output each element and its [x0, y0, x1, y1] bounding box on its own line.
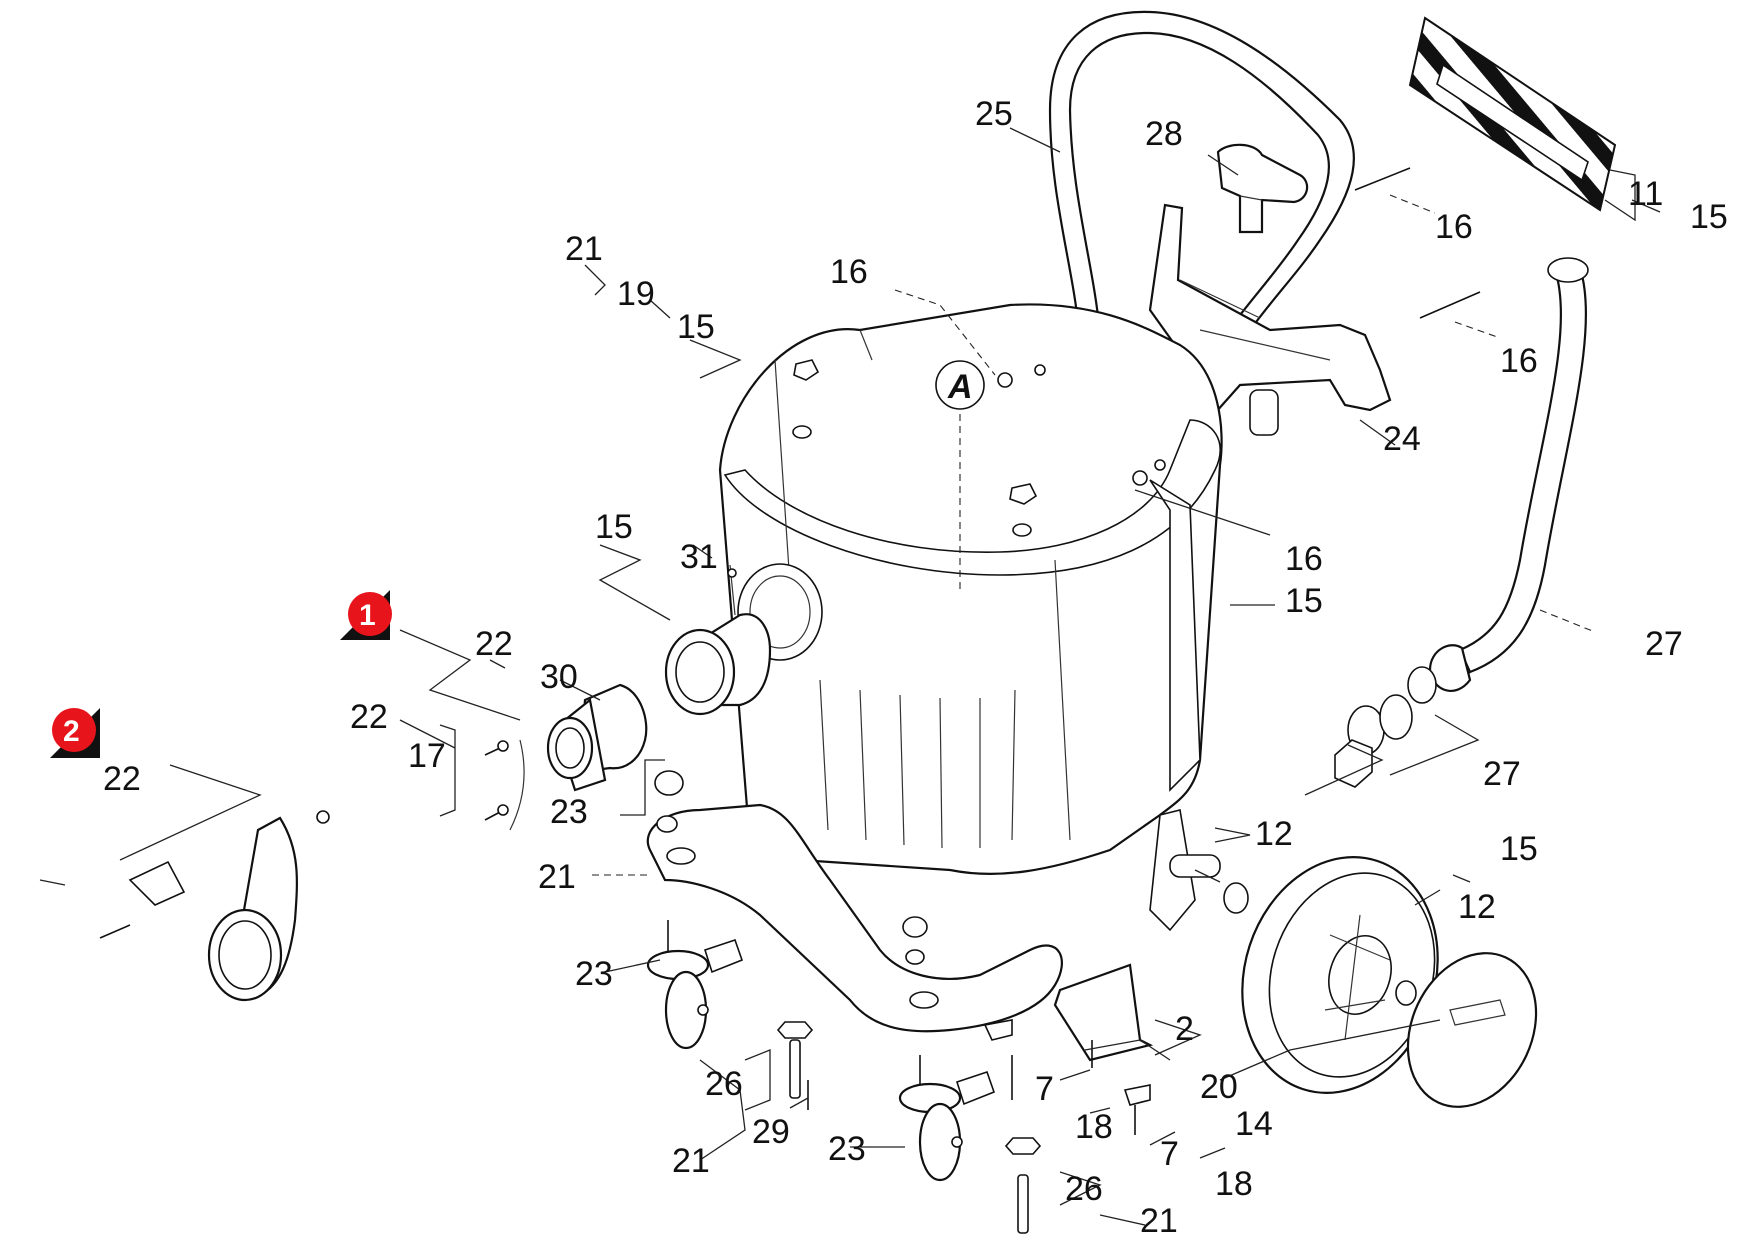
- svg-text:A: A: [947, 368, 973, 406]
- callout-26: 26: [1065, 1170, 1103, 1208]
- callout-labels: 25 28 11 15 16 21 19 15 16 16 24 15 31 1…: [103, 95, 1728, 1240]
- callout-18: 18: [1075, 1108, 1113, 1146]
- warning-label-plate: [1408, 16, 1617, 212]
- callout-15: 15: [595, 508, 633, 546]
- callout-26: 26: [705, 1065, 743, 1103]
- callout-29: 29: [752, 1113, 790, 1151]
- callout-21: 21: [672, 1142, 710, 1180]
- rear-wheel: [1241, 856, 1439, 1094]
- callout-23: 23: [550, 793, 588, 831]
- handle-bracket: [1148, 203, 1392, 436]
- callout-23: 23: [828, 1130, 866, 1168]
- callout-16: 16: [1435, 208, 1473, 246]
- screws-17: [484, 739, 525, 831]
- badge-1: 1: [340, 590, 392, 640]
- leader-lines: [39, 127, 1661, 1226]
- plugs-23: [654, 770, 928, 965]
- callout-27: 27: [1645, 625, 1683, 663]
- callout-22: 22: [103, 760, 141, 798]
- callout-21: 21: [1140, 1202, 1178, 1240]
- callout-22: 22: [475, 625, 513, 663]
- callout-16: 16: [1500, 342, 1538, 380]
- callout-18: 18: [1215, 1165, 1253, 1203]
- bracket: [1053, 963, 1154, 1062]
- callout-7: 7: [1035, 1070, 1054, 1108]
- callout-16: 16: [1285, 540, 1323, 578]
- callout-19: 19: [617, 275, 655, 313]
- callout-14: 14: [1235, 1105, 1273, 1143]
- container-tank: [718, 303, 1223, 875]
- callout-2: 2: [1175, 1010, 1194, 1048]
- view-marker-a: A: [935, 360, 985, 410]
- side-inlet-assembly: [99, 810, 330, 1002]
- castor-front-left: [646, 920, 744, 1050]
- callout-15: 15: [677, 308, 715, 346]
- callout-25: 25: [975, 95, 1013, 133]
- wheel-cap: [1406, 952, 1538, 1108]
- chassis-base: [646, 803, 1221, 1033]
- suction-hose: [1407, 257, 1589, 704]
- callout-11: 11: [1628, 175, 1663, 213]
- badge-2: 2: [50, 708, 100, 758]
- callout-15: 15: [1690, 198, 1728, 236]
- callout-16: 16: [830, 253, 868, 291]
- callout-21: 21: [538, 858, 576, 896]
- washer-12: [1223, 882, 1417, 1006]
- callout-24: 24: [1383, 420, 1421, 458]
- callout-12: 12: [1255, 815, 1293, 853]
- hose-clip: [1216, 143, 1309, 234]
- callout-20: 20: [1200, 1068, 1238, 1106]
- callout-7: 7: [1160, 1135, 1179, 1173]
- castor-front-right: [898, 1055, 996, 1182]
- callout-17: 17: [408, 737, 446, 775]
- callout-15: 15: [1285, 582, 1323, 620]
- callout-22: 22: [350, 698, 388, 736]
- callout-28: 28: [1145, 115, 1183, 153]
- callout-27: 27: [1483, 755, 1521, 793]
- hose-fittings: [1334, 694, 1413, 788]
- callout-12: 12: [1458, 888, 1496, 926]
- callout-30: 30: [540, 658, 578, 696]
- callout-23: 23: [575, 955, 613, 993]
- callout-31: 31: [680, 538, 718, 576]
- callout-21: 21: [565, 230, 603, 268]
- fasteners: [776, 167, 1481, 1234]
- svg-text:1: 1: [359, 599, 376, 632]
- inlet-connector: [546, 683, 648, 792]
- inlet-adapter: [664, 564, 772, 716]
- svg-text:2: 2: [63, 715, 80, 748]
- callout-15: 15: [1500, 830, 1538, 868]
